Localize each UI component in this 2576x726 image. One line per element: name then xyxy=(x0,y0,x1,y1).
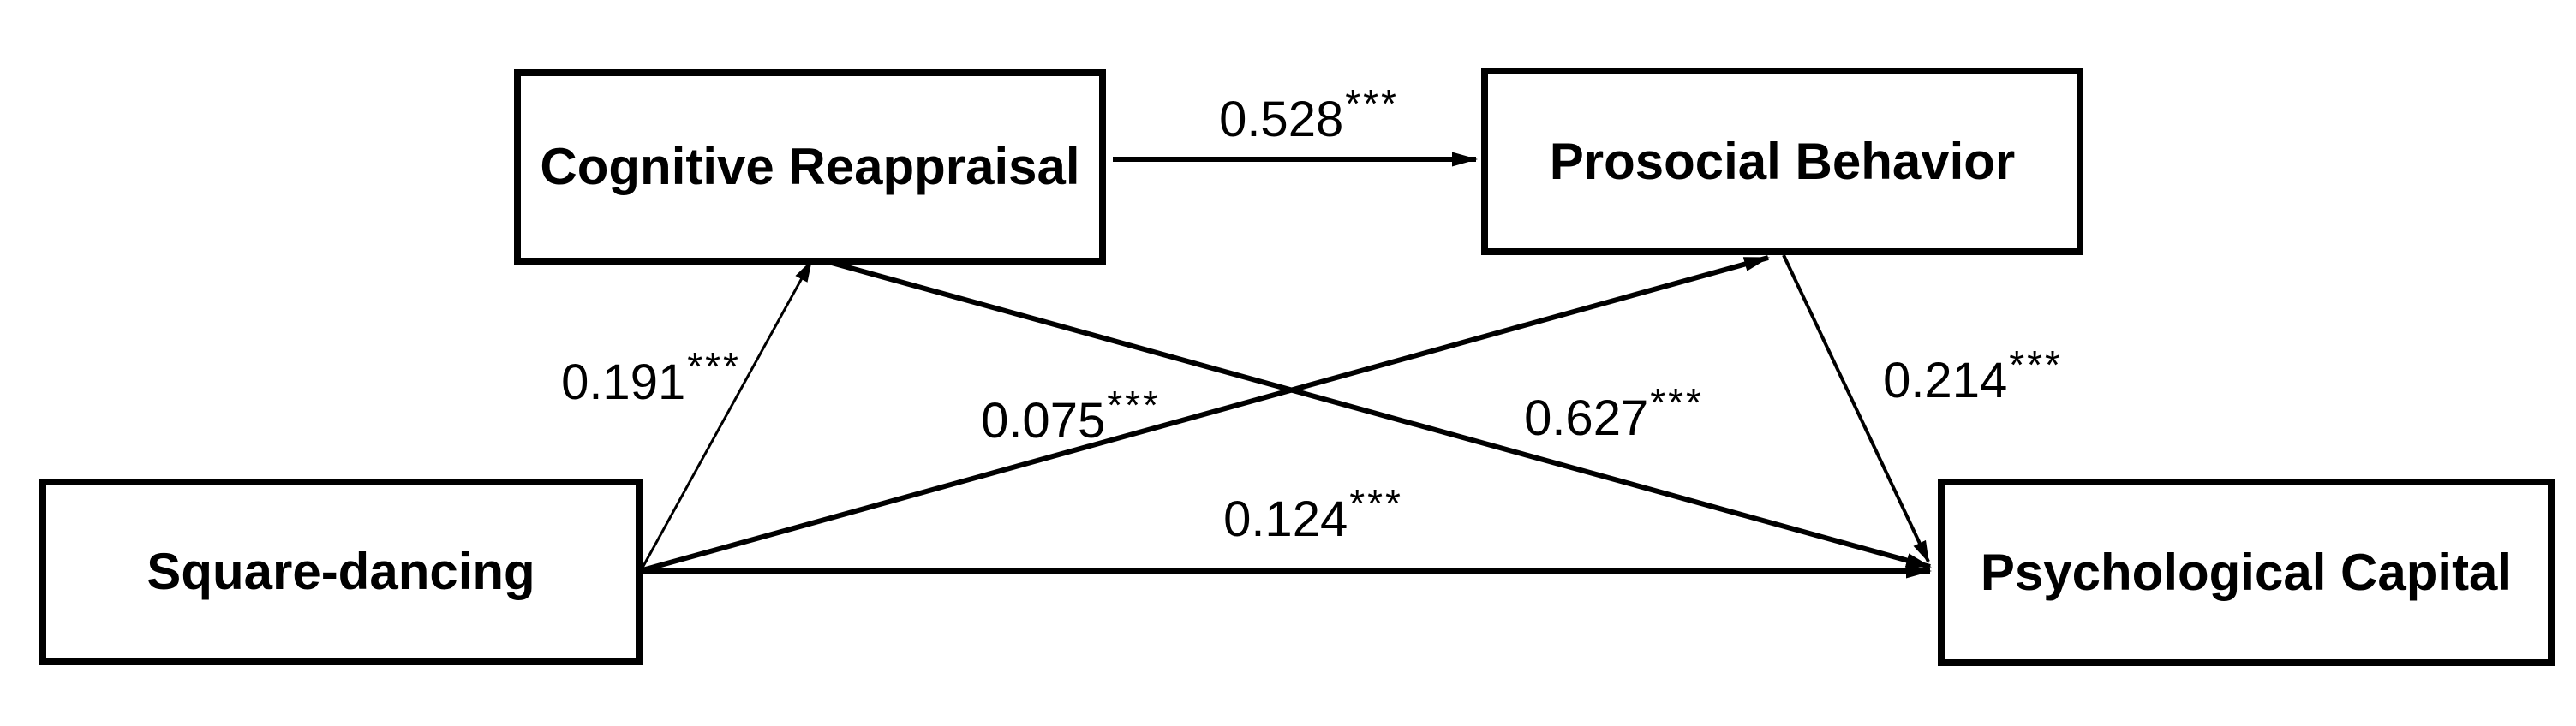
node-psychological-capital-label: Psychological Capital xyxy=(1980,543,2513,601)
edge-sd-to-cr-line xyxy=(641,259,813,568)
edge-sd-to-pb-line xyxy=(642,255,1770,573)
coefficient-pb-to-pc: 0.214*** xyxy=(1883,345,2063,408)
coefficient-sd-to-cr-value: 0.191 xyxy=(561,354,686,410)
coefficient-sd-to-pb: 0.075*** xyxy=(981,385,1161,449)
coefficient-cr-to-pc-value: 0.627 xyxy=(1524,390,1649,446)
coefficient-sd-to-pb-significance: *** xyxy=(1107,383,1161,427)
coefficient-cr-to-pb-significance: *** xyxy=(1345,81,1399,126)
coefficient-sd-to-pc-significance: *** xyxy=(1349,481,1403,526)
node-square-dancing-label: Square-dancing xyxy=(146,543,535,600)
coefficient-cr-to-pc: 0.627*** xyxy=(1524,383,1704,443)
coefficient-cr-to-pb: 0.528*** xyxy=(1219,84,1399,147)
coefficient-sd-to-cr-significance: *** xyxy=(687,344,741,389)
edge-cr-to-pc-line xyxy=(831,260,1932,569)
coefficient-cr-to-pc-significance: *** xyxy=(1650,380,1704,425)
coefficient-pb-to-pc-significance: *** xyxy=(2009,342,2063,387)
node-prosocial-behavior-label: Prosocial Behavior xyxy=(1549,132,2016,190)
coefficient-sd-to-pc: 0.124*** xyxy=(1223,484,1403,544)
coefficient-cr-to-pb-value: 0.528 xyxy=(1219,92,1344,147)
node-cognitive-reappraisal: Cognitive Reappraisal xyxy=(514,69,1106,265)
node-square-dancing: Square-dancing xyxy=(39,479,643,665)
coefficient-sd-to-cr: 0.191*** xyxy=(561,347,741,408)
coefficient-pb-to-pc-value: 0.214 xyxy=(1883,353,2008,408)
edge-pb-to-pc-line xyxy=(1782,254,1930,563)
coefficient-sd-to-pc-value: 0.124 xyxy=(1223,491,1348,547)
node-cognitive-reappraisal-label: Cognitive Reappraisal xyxy=(540,138,1080,195)
node-psychological-capital: Psychological Capital xyxy=(1938,479,2555,666)
coefficient-sd-to-pb-value: 0.075 xyxy=(981,393,1106,449)
node-prosocial-behavior: Prosocial Behavior xyxy=(1481,68,2083,255)
